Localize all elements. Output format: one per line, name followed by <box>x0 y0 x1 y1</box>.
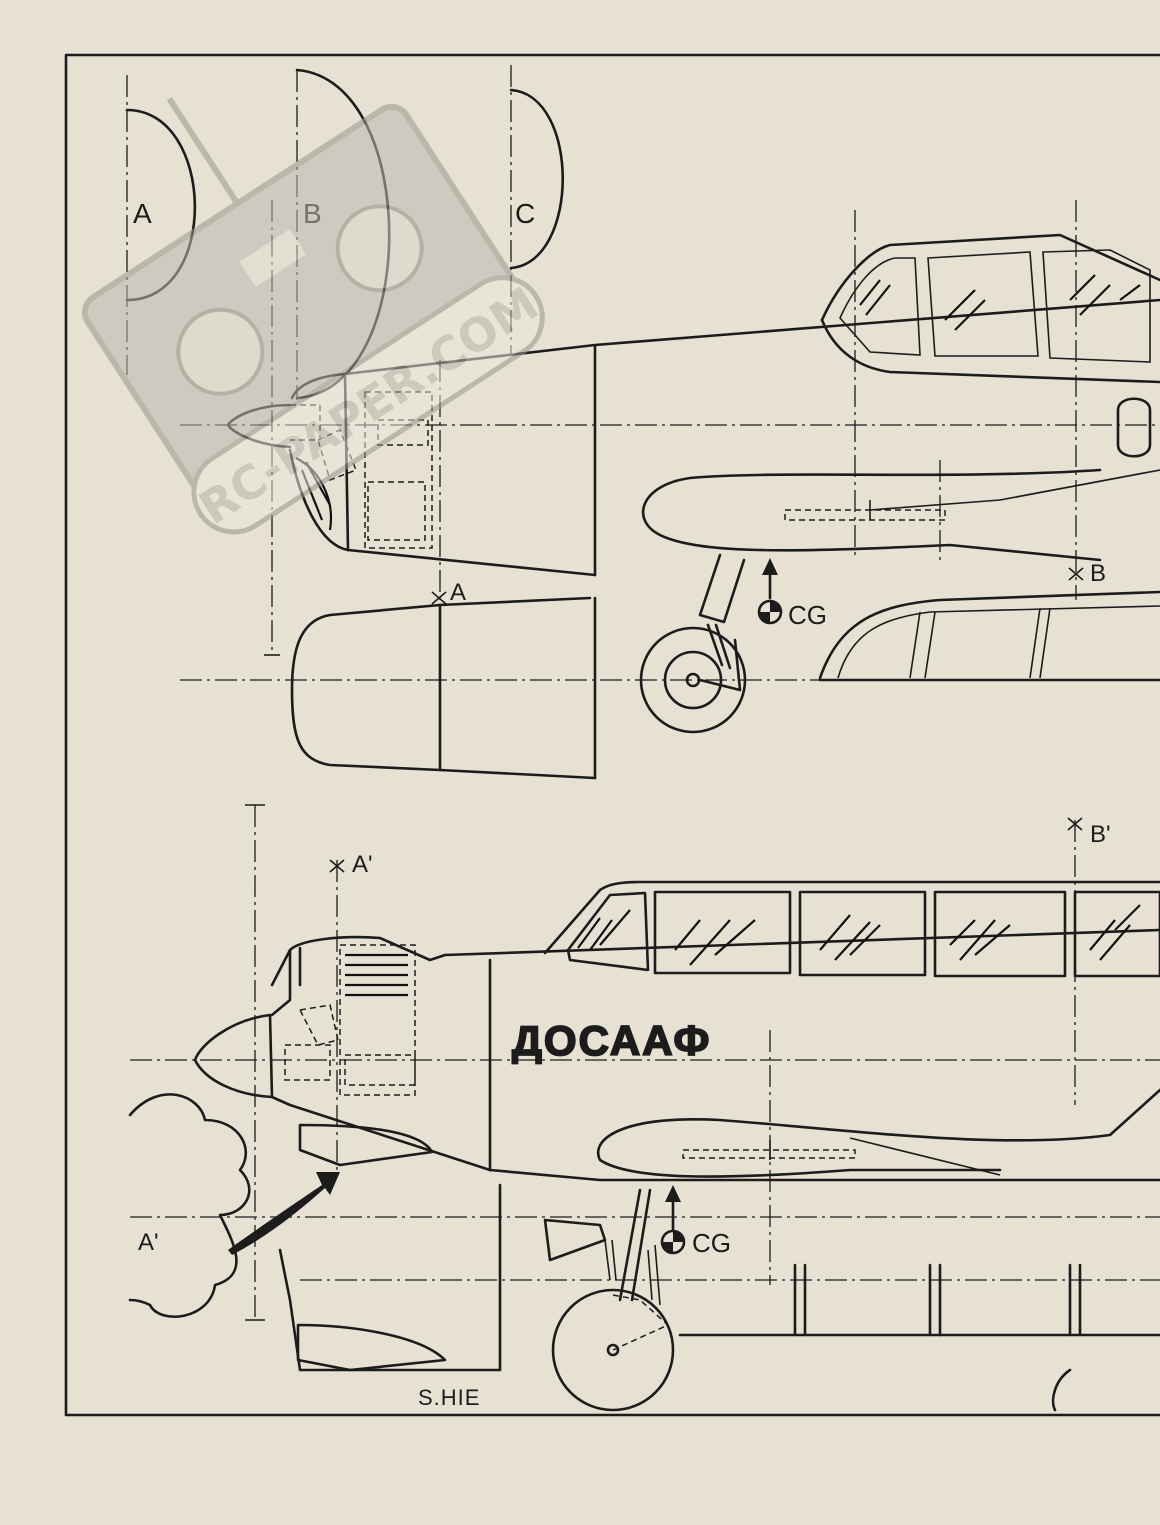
propeller-front-view <box>128 1093 251 1318</box>
station-a3-label: A' <box>138 1229 159 1256</box>
signature: S.HIE <box>418 1385 480 1410</box>
main-wheel-top <box>639 626 747 734</box>
canopy-plan <box>818 590 1160 680</box>
canopy-bottom <box>543 880 1160 955</box>
fuselage-upper-bottom <box>270 928 1160 987</box>
cowl-intake-upper <box>298 1123 434 1167</box>
spinner-bottom <box>193 1013 274 1099</box>
drawing-frame <box>64 53 1160 1417</box>
station-b-label: B <box>1090 560 1106 587</box>
cg-label-bottom: CG <box>692 1228 731 1258</box>
station-a-label: A <box>450 579 466 606</box>
wing-profile-bottom <box>597 1088 1160 1178</box>
section-a-label: A <box>133 198 152 229</box>
section-c-label: C <box>515 198 535 229</box>
cowl-intake-lower <box>296 1323 447 1372</box>
wing-profile-top <box>641 468 1102 562</box>
cg-label-top: CG <box>788 600 827 630</box>
rc-paper-watermark: RC-PAPER.COM <box>81 97 548 535</box>
canopy-top <box>820 233 1160 322</box>
bottom-side-view: ДОСААФ CG A' B' A' S.HIE <box>128 804 1160 1412</box>
station-b2-label: B' <box>1090 821 1111 848</box>
section-c-outline <box>509 88 565 270</box>
dosaaf-insignia: ДОСААФ <box>512 1017 711 1064</box>
main-wheel-bottom <box>551 1288 675 1412</box>
station-a2-label: A' <box>352 851 373 878</box>
wing-panel-top <box>290 596 597 780</box>
